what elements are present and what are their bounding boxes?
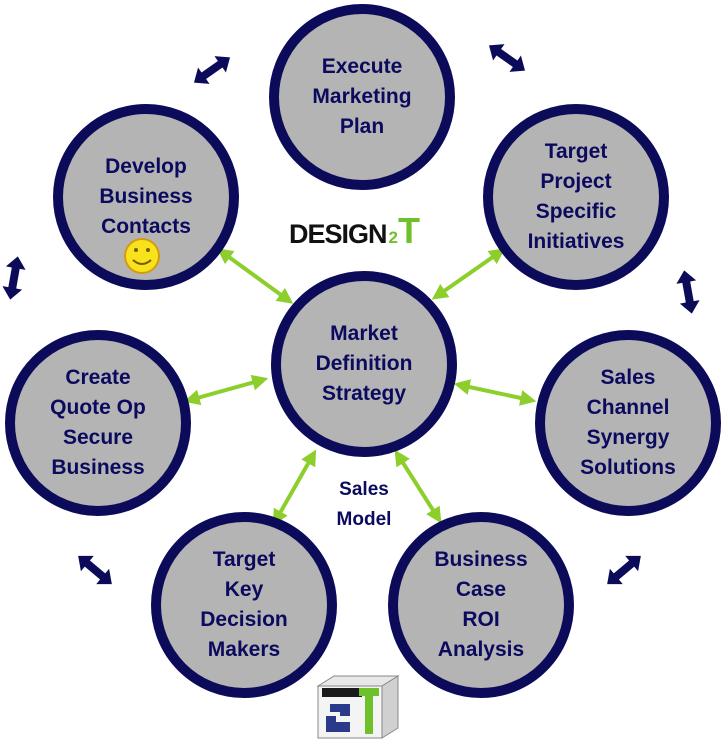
node-target-project-specific-initiatives: Target Project Specific Initiatives <box>486 137 666 257</box>
circles <box>5 4 721 698</box>
navy-cycle-arrow <box>193 56 231 84</box>
node-line: Plan <box>339 115 385 138</box>
node-circle <box>151 512 337 698</box>
node-line: Secure <box>62 426 134 449</box>
node-line: Channel <box>586 396 670 419</box>
logo-word: DESIGN <box>289 219 388 249</box>
node-develop-business-contacts: Develop Business Contacts <box>56 152 236 242</box>
node-line: Specific <box>535 200 617 223</box>
node-line: Business <box>434 548 528 571</box>
green-connector-arrow <box>453 379 537 406</box>
caption-line: Sales <box>339 479 389 500</box>
node-line: ROI <box>462 608 500 631</box>
node-line: Target <box>544 140 608 163</box>
node-circle <box>388 512 574 698</box>
node-circle <box>535 330 721 516</box>
green-connector-arrow <box>216 248 294 304</box>
node-line: Execute <box>321 55 403 78</box>
node-execute-marketing-plan: Execute Marketing Plan <box>272 52 452 142</box>
node-circle <box>483 104 669 290</box>
node-circle <box>269 4 455 190</box>
node-circle <box>53 104 239 290</box>
node-line: Business <box>99 185 193 208</box>
green-connector-arrow <box>431 248 506 300</box>
green-connector-arrow <box>394 449 442 524</box>
navy-cycle-arrow <box>607 555 641 585</box>
node-line: Makers <box>207 638 281 661</box>
logo-tee: T <box>398 210 420 251</box>
node-line: Project <box>540 170 612 193</box>
logo-two: 2 <box>388 228 398 247</box>
navy-arrows <box>2 44 700 585</box>
design2t-cube-logo <box>316 675 400 739</box>
node-line: Develop <box>105 155 187 178</box>
navy-cycle-arrow <box>2 256 26 300</box>
node-circle <box>5 330 191 516</box>
node-line: Target <box>212 548 276 571</box>
green-connector-arrow <box>272 449 317 526</box>
node-line: Quote Op <box>50 396 146 419</box>
green-arrows <box>183 248 537 526</box>
center-line: Strategy <box>321 382 407 405</box>
caption-line: Model <box>336 509 392 530</box>
navy-cycle-arrow <box>676 270 700 314</box>
node-line: Create <box>65 366 131 389</box>
node-line: Contacts <box>101 215 191 238</box>
sales-model-caption: Sales Model <box>304 475 424 535</box>
navy-cycle-arrow <box>78 555 112 585</box>
node-line: Key <box>224 578 264 601</box>
center-node-label: Market Definition Strategy <box>274 319 454 409</box>
node-line: Case <box>455 578 507 601</box>
node-line: Solutions <box>580 456 676 479</box>
node-create-quote-op-secure-business: Create Quote Op Secure Business <box>8 363 188 483</box>
navy-cycle-arrow <box>488 44 526 72</box>
node-line: Marketing <box>312 85 412 108</box>
node-line: Analysis <box>437 638 525 661</box>
smiley-icon <box>124 238 160 274</box>
node-business-case-roi-analysis: Business Case ROI Analysis <box>391 545 571 665</box>
center-circle <box>271 271 457 457</box>
node-line: Synergy <box>586 426 670 449</box>
node-target-key-decision-makers: Target Key Decision Makers <box>154 545 334 665</box>
node-line: Business <box>51 456 145 479</box>
green-connector-arrow <box>183 374 269 406</box>
node-line: Sales <box>600 366 656 389</box>
center-line: Market <box>330 322 398 345</box>
node-sales-channel-synergy-solutions: Sales Channel Synergy Solutions <box>538 363 718 483</box>
node-line: Initiatives <box>527 230 625 253</box>
center-line: Definition <box>315 352 413 375</box>
node-line: Decision <box>200 608 288 631</box>
